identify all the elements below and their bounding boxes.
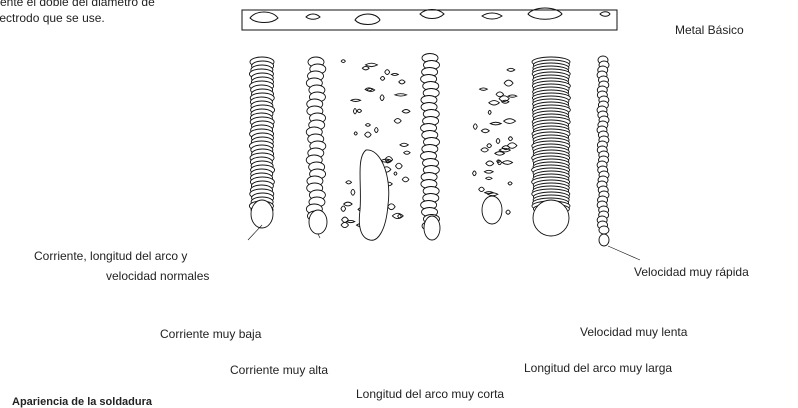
label-very-long-arc: Longitud del arco muy larga bbox=[524, 360, 672, 376]
bead-long-arc-spatter bbox=[496, 139, 500, 144]
bead-high-current-pool bbox=[359, 150, 388, 240]
bead-high-current-spatter bbox=[353, 109, 356, 114]
bead-long-arc-spatter bbox=[486, 177, 492, 180]
bead-high-current-spatter bbox=[400, 143, 408, 146]
bead-long-arc-spatter bbox=[479, 187, 485, 191]
bead-long-arc-spatter bbox=[481, 148, 489, 152]
bead-fast-speed-end bbox=[599, 234, 609, 246]
label-normal-line-2: velocidad normales bbox=[106, 268, 209, 284]
bead-long-arc-spatter bbox=[486, 161, 494, 166]
bead-fast-speed bbox=[597, 56, 609, 234]
plate-bead-7 bbox=[600, 12, 610, 17]
bead-slow-speed-end bbox=[533, 200, 569, 236]
bead-normal-end bbox=[251, 200, 273, 228]
bead-long-arc-spatter bbox=[484, 170, 493, 173]
bead-long-arc-spatter bbox=[507, 143, 516, 148]
label-very-high-current: Corriente muy alta bbox=[230, 362, 328, 378]
bead-long-arc-spatter bbox=[508, 182, 512, 185]
plate-bead-4 bbox=[420, 10, 444, 19]
bead-long-arc-spatter bbox=[496, 92, 503, 97]
bead-long-arc-spatter bbox=[504, 80, 513, 86]
bead-long-arc-spatter bbox=[487, 144, 492, 148]
bead-high-current-spatter bbox=[362, 66, 369, 69]
plate-bead-2 bbox=[306, 14, 320, 19]
bead-high-current-spatter bbox=[391, 73, 398, 75]
bead-high-current-spatter bbox=[341, 222, 348, 227]
bead-long-arc bbox=[473, 68, 517, 214]
label-base-metal: Metal Básico bbox=[675, 22, 744, 38]
bead-long-arc-spatter bbox=[481, 129, 489, 133]
bead-high-current-spatter bbox=[357, 109, 361, 112]
label-very-low-current: Corriente muy baja bbox=[160, 326, 261, 342]
bead-long-arc-spatter bbox=[479, 88, 487, 90]
bead-long-arc-spatter bbox=[473, 171, 477, 176]
bead-long-arc-spatter bbox=[473, 124, 477, 130]
bead-low-current-end bbox=[309, 210, 327, 234]
bead-high-current-spatter bbox=[367, 88, 375, 91]
bead-high-current-spatter bbox=[354, 132, 357, 135]
bead-high-current-spatter bbox=[399, 80, 405, 84]
bead-long-arc-spatter bbox=[508, 137, 512, 141]
bead-high-current-spatter bbox=[385, 70, 390, 75]
bead-high-current-spatter bbox=[344, 202, 353, 206]
bead-high-current-spatter bbox=[404, 151, 411, 154]
caption: Apariencia de la soldadura bbox=[12, 396, 152, 408]
bead-long-arc-spatter bbox=[508, 95, 517, 97]
bead-high-current-spatter bbox=[351, 189, 355, 195]
bead-long-arc-end bbox=[482, 196, 502, 224]
bead-normal bbox=[249, 57, 274, 215]
bead-high-current-spatter bbox=[396, 163, 403, 169]
bead-short-arc bbox=[421, 54, 440, 231]
bead-long-arc-spatter bbox=[489, 101, 500, 105]
bead-high-current-spatter bbox=[347, 220, 355, 222]
bead-slow-speed bbox=[532, 57, 571, 214]
bead-long-arc-spatter bbox=[507, 68, 515, 71]
bead-high-current-spatter bbox=[388, 204, 395, 210]
bead-high-current-spatter bbox=[402, 177, 409, 182]
leader-normal bbox=[248, 225, 262, 240]
bead-long-arc-spatter bbox=[506, 210, 510, 214]
bead-high-current-spatter bbox=[374, 128, 378, 133]
bead-fast-speed-ripple bbox=[599, 226, 609, 234]
bead-high-current-spatter bbox=[341, 206, 346, 211]
bead-high-current-spatter bbox=[394, 172, 397, 175]
label-very-slow-speed: Velocidad muy lenta bbox=[580, 324, 687, 340]
bead-long-arc-spatter bbox=[490, 122, 501, 125]
bead-high-current-spatter bbox=[395, 94, 407, 96]
weld-beads bbox=[249, 54, 609, 247]
plate-bead-5 bbox=[482, 13, 502, 19]
bead-high-current-spatter bbox=[341, 60, 345, 63]
bead-high-current-spatter bbox=[380, 95, 384, 101]
bead-high-current-spatter bbox=[380, 76, 384, 80]
leader-low-current bbox=[318, 234, 320, 238]
bead-long-arc-spatter bbox=[502, 161, 512, 165]
leader-lines bbox=[248, 225, 640, 260]
bead-high-current-spatter bbox=[365, 124, 370, 127]
bead-short-arc-end bbox=[424, 216, 440, 240]
bead-high-current-spatter bbox=[365, 63, 377, 66]
label-normal-line-1: Corriente, longitud del arco y bbox=[34, 248, 187, 264]
bead-low-current bbox=[306, 57, 326, 221]
bead-high-current-spatter bbox=[394, 119, 401, 124]
plate-bead-1 bbox=[250, 12, 278, 23]
bead-long-arc-spatter bbox=[504, 119, 516, 124]
bead-high-current-spatter bbox=[365, 132, 371, 137]
label-very-fast-speed: Velocidad muy rápida bbox=[634, 264, 749, 280]
bead-long-arc-spatter bbox=[495, 152, 505, 156]
plate-bead-3 bbox=[355, 14, 380, 25]
bead-long-arc-spatter bbox=[488, 193, 498, 196]
bead-high-current-spatter bbox=[346, 181, 352, 184]
bead-high-current-spatter bbox=[351, 99, 361, 101]
label-very-short-arc: Longitud del arco muy corta bbox=[356, 386, 504, 402]
bead-long-arc-spatter bbox=[488, 110, 491, 114]
bead-high-current-spatter bbox=[402, 110, 410, 114]
leader-fast-speed bbox=[608, 246, 640, 260]
